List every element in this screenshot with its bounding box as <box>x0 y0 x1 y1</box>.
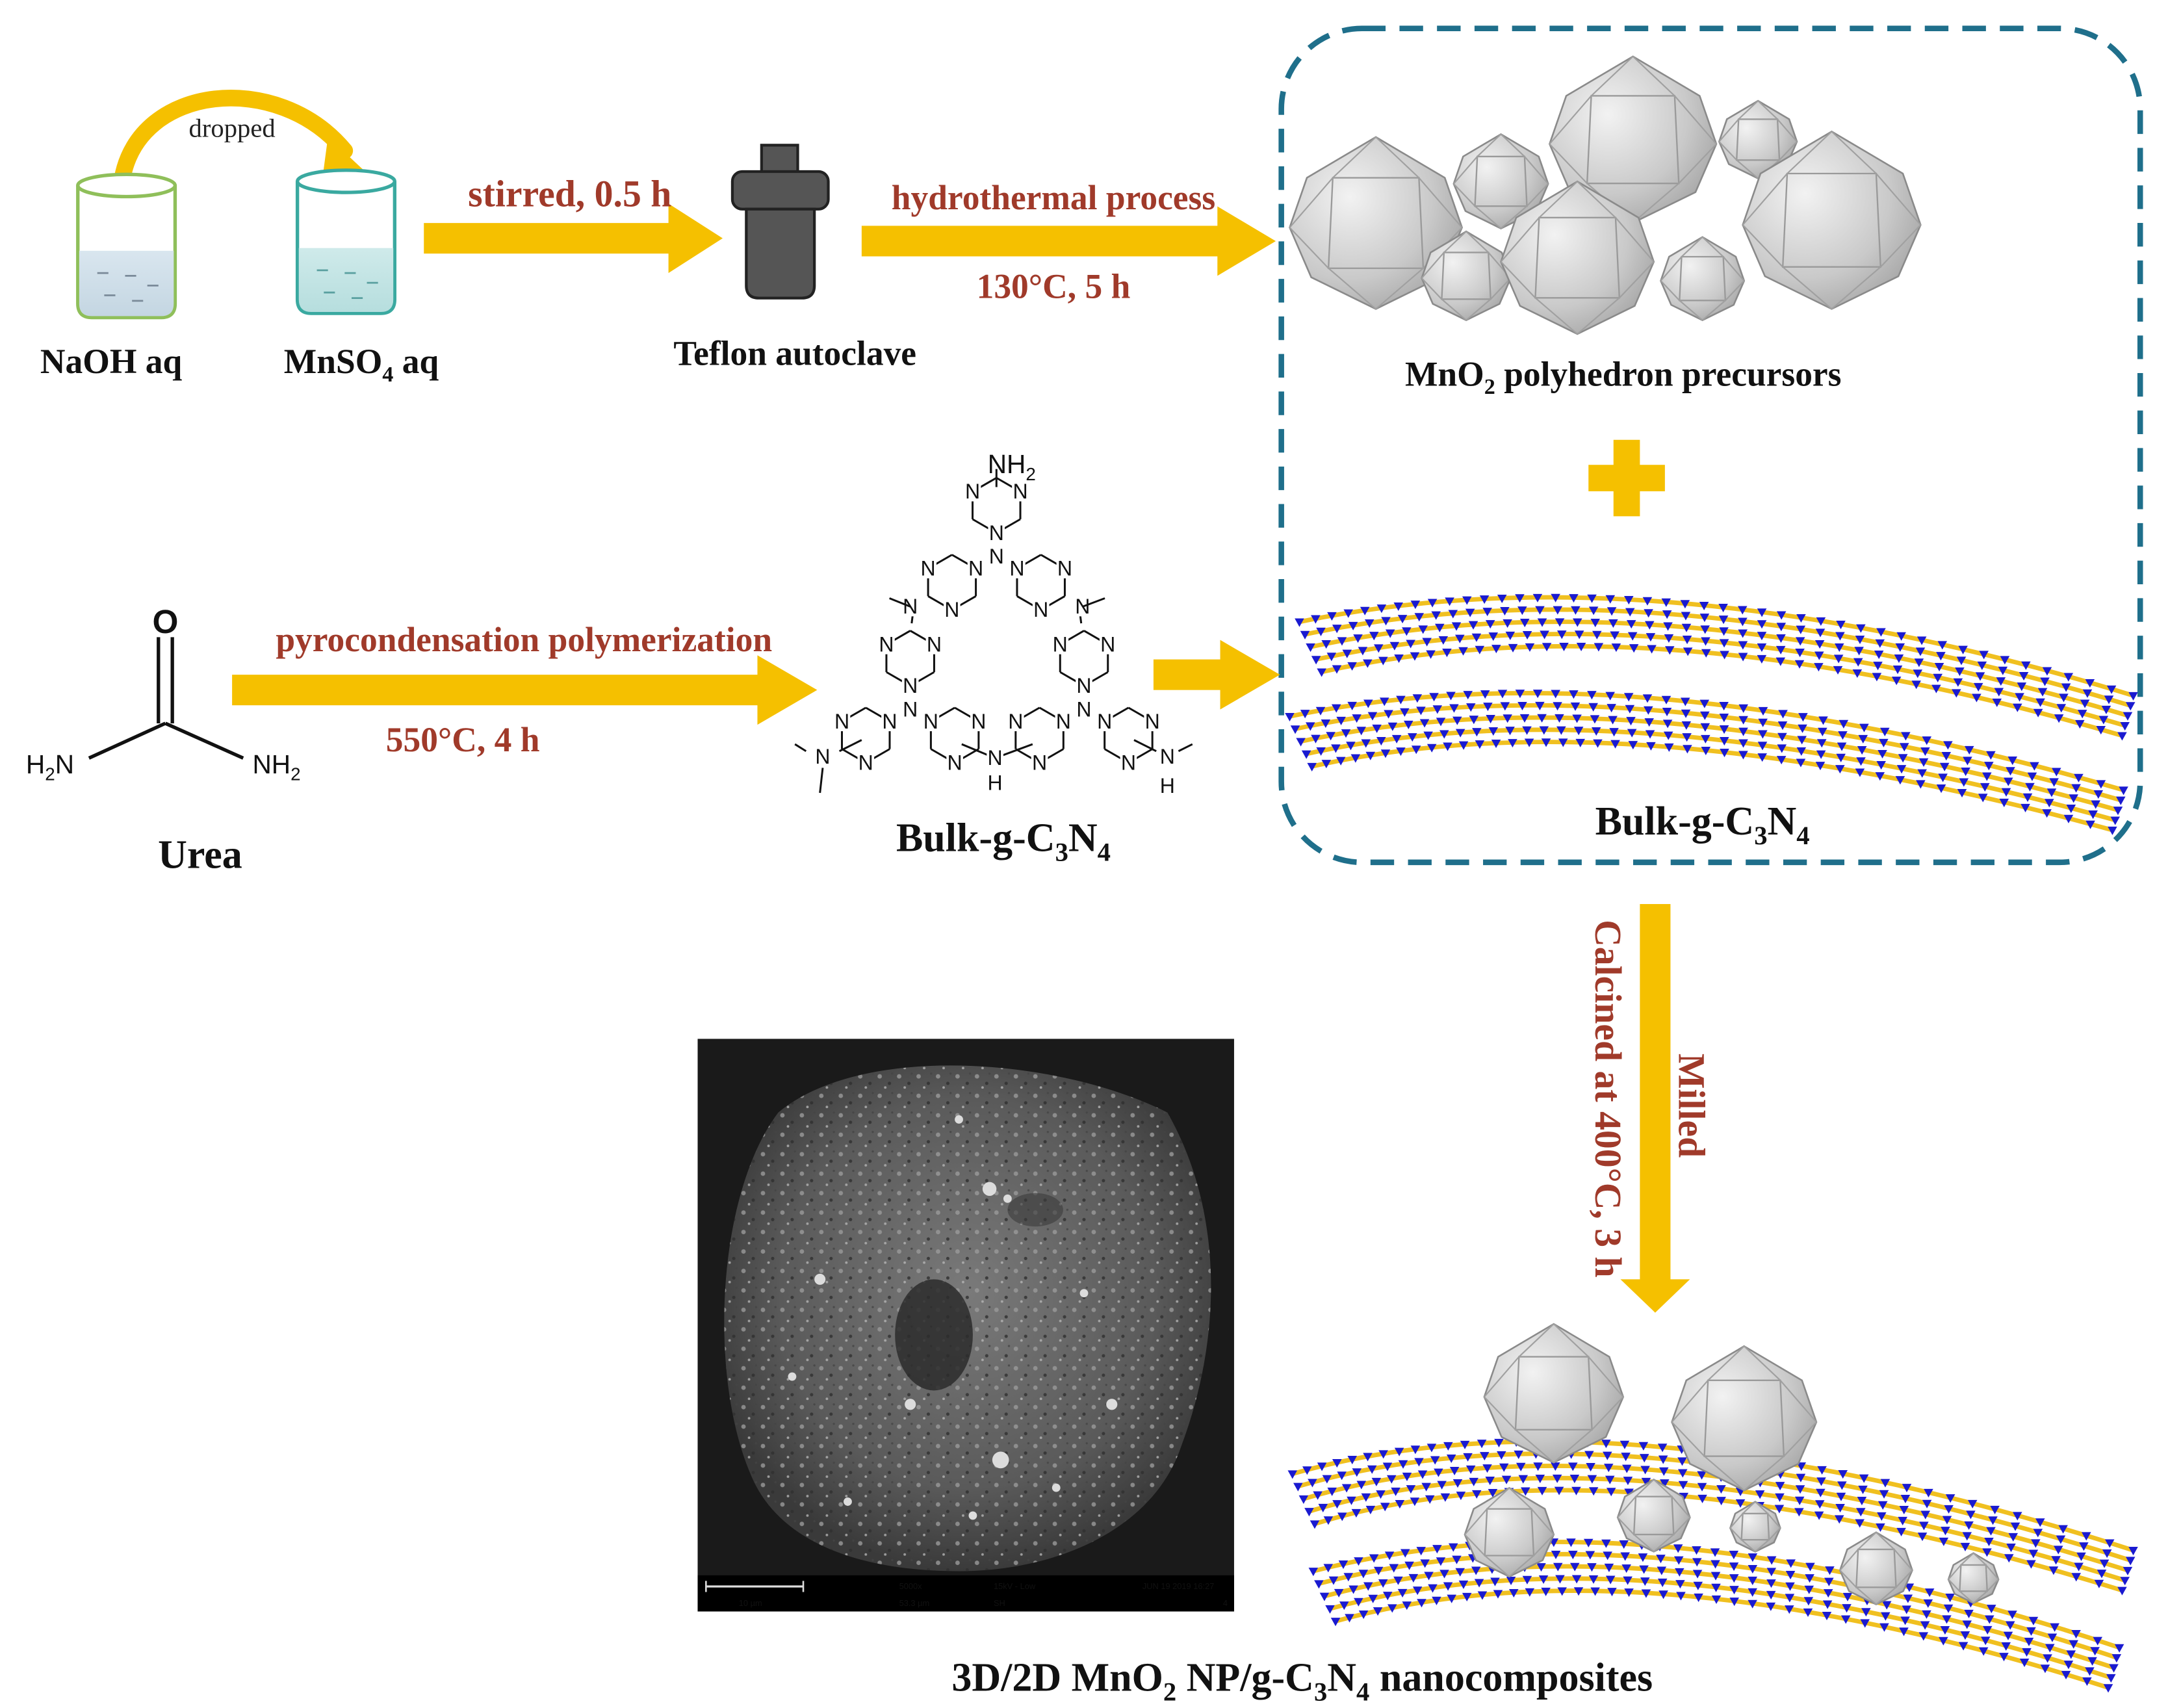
heptazine-nitrogen: N <box>1076 674 1091 697</box>
heptazine-nitrogen: N <box>834 710 849 733</box>
mixing-dashed-box <box>1278 25 2143 866</box>
urea-right-amine: NH2 <box>252 749 300 784</box>
heptazine-nitrogen: N <box>923 710 938 733</box>
bridge-hydrogen: H <box>988 771 1003 795</box>
mno2-polyhedron-5 <box>1421 230 1512 322</box>
heptazine-nitrogen: N <box>927 632 942 656</box>
composite-polyhedron-5 <box>1729 1501 1781 1553</box>
autoclave-label: Teflon autoclave <box>673 333 916 372</box>
composite-polyhedron-7 <box>1947 1552 2000 1604</box>
pyrocondensation-conditions: 550°C, 4 h <box>386 720 540 759</box>
bulk-gc3n4-box-label: Bulk-g-C3N4 <box>1595 799 1810 850</box>
curved-drop-arrow <box>114 90 370 187</box>
heptazine-nitrogen: N <box>965 480 980 503</box>
naoh-label: NaOH aq <box>40 342 183 381</box>
sem-voltage: 15kV - Low <box>994 1581 1036 1591</box>
heptazine-nitrogen: N <box>1033 598 1048 621</box>
sem-fov: 53.3 µm <box>899 1598 930 1608</box>
mno2-polyhedron-8 <box>1742 130 1922 310</box>
composite-sheets <box>1287 1438 2138 1693</box>
urea-structure: O H2N NH2 <box>26 603 301 784</box>
composite-polyhedron-3 <box>1464 1486 1555 1578</box>
heptazine-central-nitrogen: N <box>989 545 1004 568</box>
to-box-arrow <box>1153 640 1280 710</box>
heptazine-nitrogen: N <box>858 751 873 774</box>
heptazine-nitrogen: N <box>968 557 983 580</box>
structure-nh2: NH2 <box>988 449 1036 484</box>
pyrocondensation-arrow <box>232 655 818 725</box>
precursor-label: MnO2 polyhedron precursors <box>1405 354 1841 399</box>
terminal-nitrogen-left: N <box>815 745 830 768</box>
product-label: 3D/2D MnO2 NP/g-C3N4 nanocomposites <box>951 1655 1653 1706</box>
stir-arrow <box>424 203 723 274</box>
calcined-label: Calcined at 400°C, 3 h <box>1587 920 1628 1278</box>
mnso4-label: MnSO4 aq <box>284 342 439 387</box>
structure-label: Bulk-g-C3N4 <box>896 816 1111 867</box>
heptazine-nitrogen: N <box>1056 710 1071 733</box>
heptazine-nitrogen: N <box>1100 632 1115 656</box>
sem-scale-label: 10 µm <box>739 1598 762 1608</box>
urea-left-amine: H2N <box>26 749 74 784</box>
gc3n4-sheet-upper <box>1295 593 2138 741</box>
heptazine-nitrogen: N <box>1009 557 1024 580</box>
composite-polyhedra <box>1464 1323 2000 1606</box>
sem-n: 4 <box>1223 1598 1228 1608</box>
gc3n4-sheets <box>1285 593 2138 835</box>
pyrocondensation-label: pyrocondensation polymerization <box>276 620 772 659</box>
heptazine-nitrogen: N <box>1097 710 1112 733</box>
naoh-beaker <box>76 172 177 320</box>
heptazine-nitrogen: N <box>1053 632 1068 656</box>
heptazine-nitrogen: N <box>1057 557 1072 580</box>
mnso4-beaker <box>295 168 396 315</box>
heptazine-nitrogen: N <box>1032 751 1047 774</box>
mno2-polyhedron-7 <box>1660 236 1746 322</box>
heptazine-nitrogen: N <box>879 632 894 656</box>
composite-polyhedron-1 <box>1483 1323 1625 1464</box>
heptazine-nitrogen: N <box>1013 480 1027 503</box>
composite-polyhedron-6 <box>1839 1531 1913 1606</box>
mno2-polyhedron-6 <box>1500 180 1655 335</box>
hydrothermal-conditions: 130°C, 5 h <box>977 267 1131 306</box>
urea-oxygen: O <box>153 603 179 640</box>
hydrothermal-arrow <box>861 206 1276 276</box>
heptazine-nitrogen: N <box>1145 710 1160 733</box>
terminal-hydrogen: H <box>1160 774 1175 797</box>
heptazine-nitrogen: N <box>971 710 986 733</box>
heptazine-nitrogen: N <box>989 521 1004 545</box>
calcine-arrow <box>1620 903 1690 1313</box>
mno2-polyhedron-1 <box>1289 136 1464 310</box>
urea-label: Urea <box>158 833 242 877</box>
bridge-nitrogen-bottom: N <box>988 746 1003 770</box>
mno2-polyhedra <box>1289 55 1922 335</box>
heptazine-nitrogen: N <box>921 557 936 580</box>
heptazine-nitrogen: N <box>882 710 897 733</box>
mno2-polyhedron-4 <box>1718 99 1798 179</box>
gc3n4-sheet-lower <box>1285 690 2128 835</box>
composite-polyhedron-4 <box>1616 1478 1691 1553</box>
sem-date: JUN 19 2019 16:27 <box>1142 1581 1215 1591</box>
heptazine-central-nitrogen: N <box>903 697 918 721</box>
milled-label: Milled <box>1670 1054 1711 1158</box>
plus-icon <box>1588 439 1665 517</box>
composite-polyhedron-2 <box>1671 1345 1818 1492</box>
hydrothermal-label: hydrothermal process <box>892 178 1215 217</box>
heptazine-nitrogen: N <box>944 598 959 621</box>
heptazine-central-nitrogen: N <box>1076 697 1091 721</box>
sem-magnification: 5000x <box>899 1581 923 1591</box>
sem-sh: SH <box>994 1598 1005 1608</box>
heptazine-nitrogen: N <box>1008 710 1023 733</box>
sem-micrograph: 10 µm 5000x 53.3 µm 15kV - Low SH JUN 19… <box>697 1039 1234 1612</box>
heptazine-nitrogen: N <box>1121 751 1136 774</box>
terminal-nitrogen-right: N <box>1160 745 1175 768</box>
stirred-label: stirred, 0.5 h <box>468 174 671 214</box>
heptazine-nitrogen: N <box>948 751 962 774</box>
teflon-autoclave-icon <box>730 144 830 300</box>
heptazine-nitrogen: N <box>903 674 918 697</box>
dropped-label: dropped <box>189 114 276 143</box>
mno2-polyhedron-2 <box>1452 133 1549 229</box>
